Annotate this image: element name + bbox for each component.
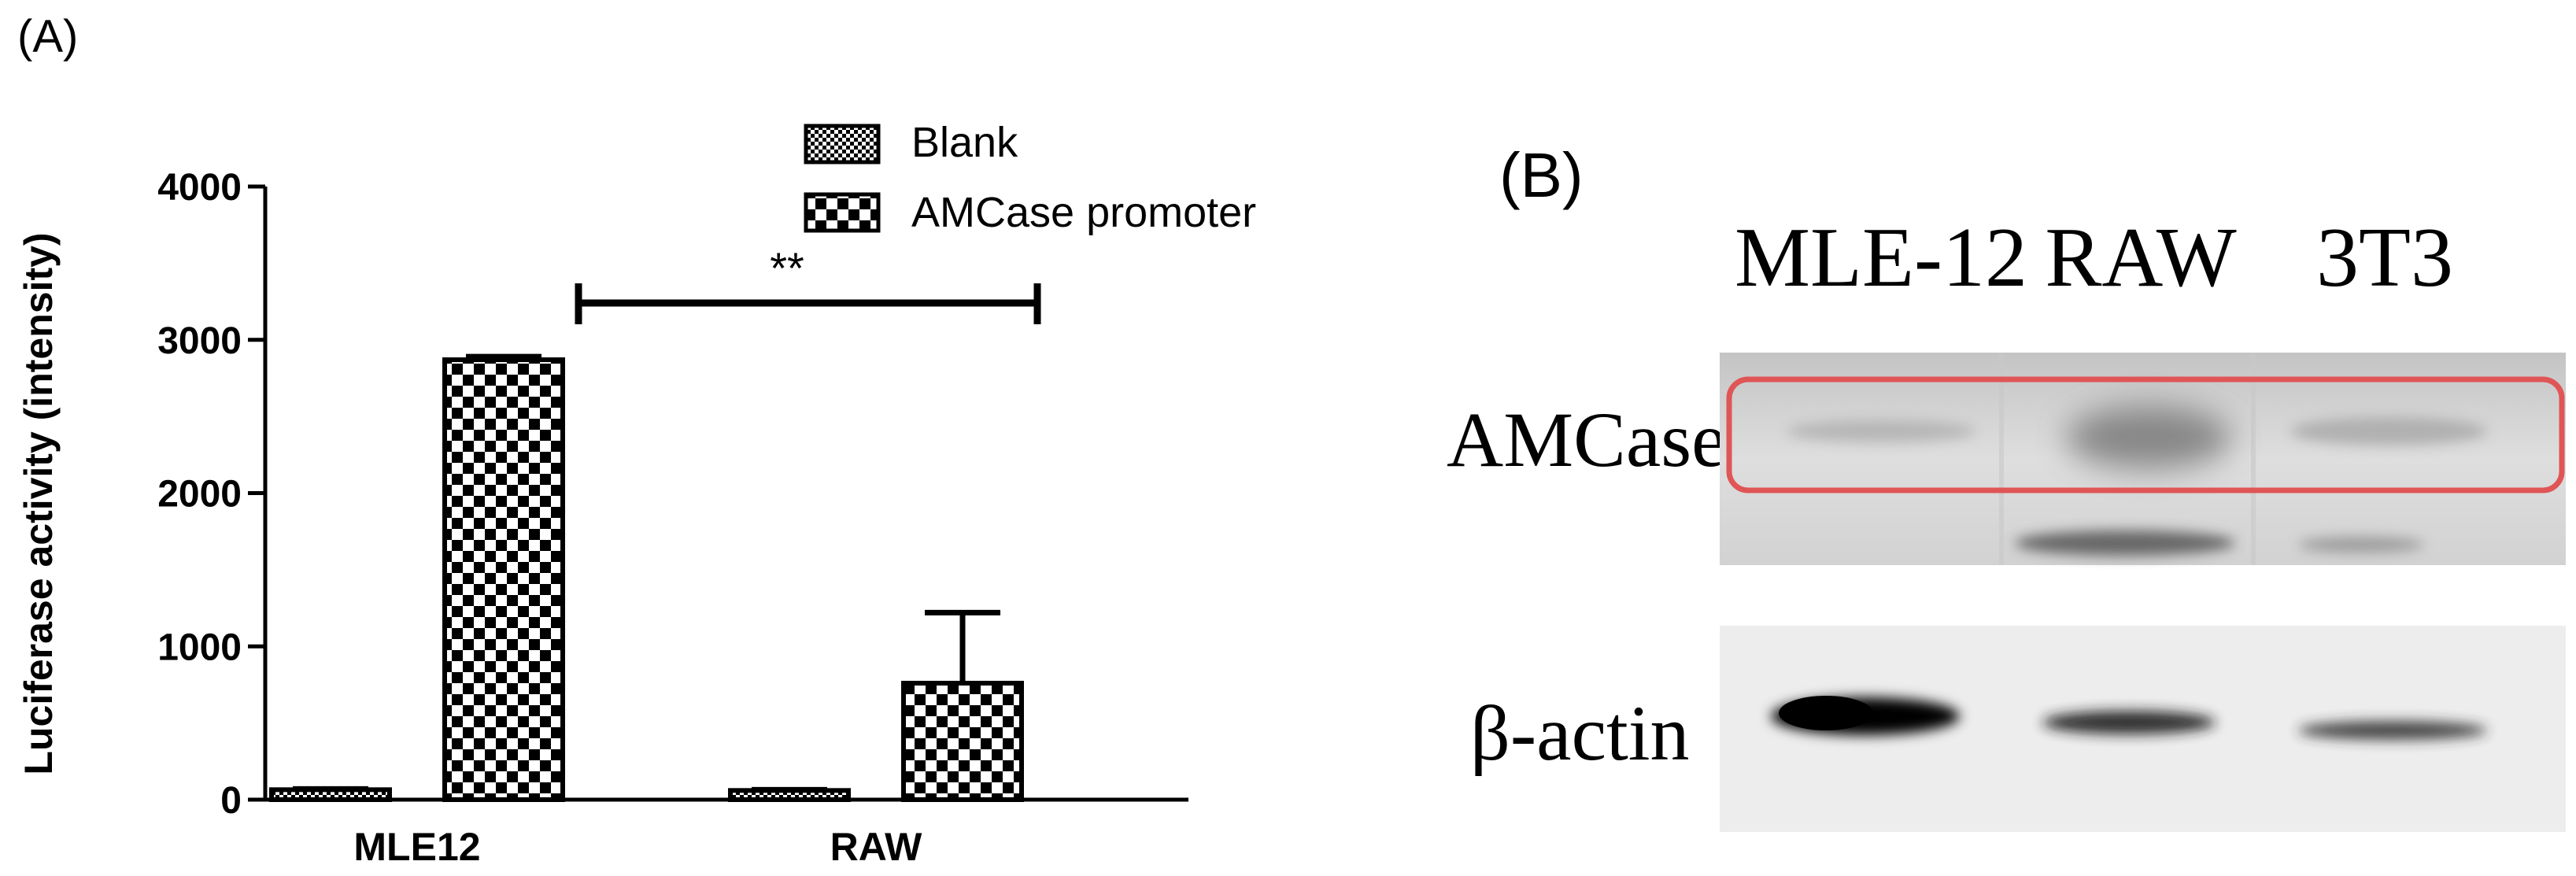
legend-label-blank: Blank — [911, 119, 1018, 166]
lane-label-mle-12: MLE-12 — [1735, 211, 2027, 305]
y-axis — [248, 184, 268, 802]
y-tick-labels: 0 1000 2000 3000 4000 — [157, 167, 242, 822]
amcase-band-3t3 — [2290, 417, 2487, 445]
x-tick-label-raw: RAW — [830, 825, 922, 869]
row-label-beta-actin: β-actin — [1470, 689, 1690, 777]
y-tick-label-3000: 3000 — [157, 320, 242, 362]
significance-bracket: ** — [575, 243, 1041, 324]
legend-label-amcase-promoter: AMCase promoter — [911, 189, 1256, 236]
bar-amcase-promoter-raw — [901, 680, 1024, 802]
bar-chart: Luciferase activity (intensity) MLE12 RAW… — [17, 119, 1256, 869]
panel-b-label: (B) — [1499, 140, 1584, 210]
amcase-lower-band-raw — [2015, 530, 2235, 556]
row-label-amcase: AMCase — [1447, 396, 1727, 483]
beta-actin-band-3t3 — [2298, 721, 2487, 740]
amcase-lower-band-3t3 — [2298, 537, 2424, 553]
legend-swatch-amcase-promoter — [804, 192, 881, 233]
amcase-band-raw — [2066, 406, 2231, 469]
amcase-band-mle-12 — [1787, 420, 1975, 442]
legend-item-blank: Blank — [804, 119, 1018, 166]
y-tick-label-4000: 4000 — [157, 167, 242, 209]
x-tick-label-mle12: MLE12 — [353, 825, 480, 869]
y-axis-title: Luciferase activity (intensity) — [17, 232, 61, 774]
y-tick-label-1000: 1000 — [157, 627, 242, 668]
legend-item-amcase-promoter: AMCase promoter — [804, 189, 1256, 236]
lane-label-raw: RAW — [2045, 211, 2236, 305]
panel-a-label: (A) — [17, 11, 78, 62]
amcase-highlight-box — [1726, 376, 2565, 493]
western-blot-panel: (B) MLE-12 RAW 3T3 AMCase β-actin — [1447, 140, 2566, 832]
beta-actin-blot — [1720, 626, 2566, 832]
lane-labels: MLE-12 RAW 3T3 — [1735, 211, 2453, 305]
amcase-blot — [1720, 353, 2566, 565]
legend: Blank AMCase promoter — [804, 119, 1256, 236]
beta-actin-band-raw — [2042, 711, 2216, 734]
bar-amcase-promoter-mle12 — [442, 357, 565, 802]
y-tick-label-0: 0 — [220, 780, 242, 822]
legend-swatch-blank — [804, 124, 881, 164]
lane-label-3t3: 3T3 — [2316, 211, 2453, 305]
y-tick-label-2000: 2000 — [157, 474, 242, 516]
significance-label: ** — [770, 243, 804, 293]
bars — [269, 357, 1024, 803]
x-tick-labels: MLE12 RAW — [353, 825, 922, 869]
error-bars — [293, 353, 1000, 793]
